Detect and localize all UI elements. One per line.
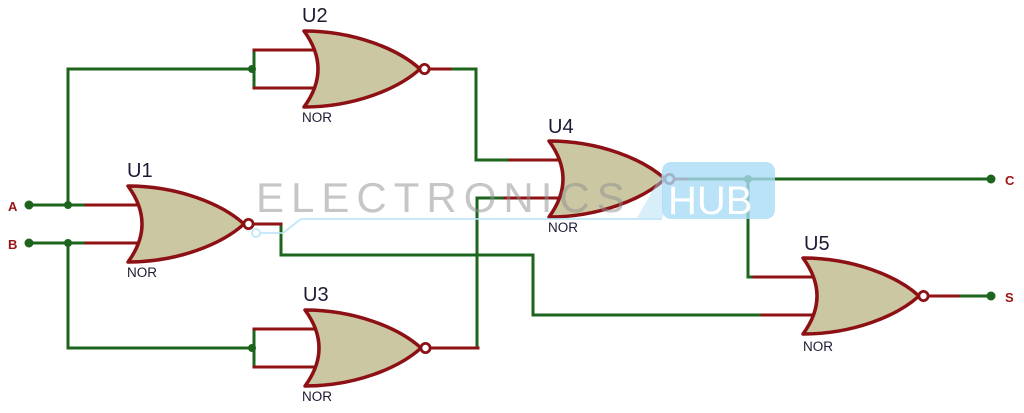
wire-u2-to-u4 <box>448 67 515 162</box>
watermark-swoosh <box>637 172 663 218</box>
terminal-dot-a <box>24 200 34 210</box>
wire-b-to-u3 <box>66 241 254 350</box>
wire-u3-to-u4 <box>475 196 512 350</box>
watermark-pulse-circle <box>251 228 261 238</box>
wire-u1-to-u5 <box>279 222 765 317</box>
nor-gate-body <box>302 29 422 109</box>
gate-label-u5: U5 <box>804 233 830 255</box>
terminal-label-b: B <box>8 237 17 252</box>
terminal-dot-s <box>986 291 996 301</box>
junction-dots <box>24 65 996 352</box>
nor-gate-body <box>303 308 423 388</box>
nor-gate-u3 <box>303 308 432 388</box>
junction-dot <box>64 201 72 209</box>
gate-type-u4: NOR <box>548 220 578 235</box>
watermark-text: ELECTRONICS <box>256 174 632 221</box>
nor-gate-u1 <box>126 184 255 264</box>
watermark-badge <box>662 162 775 219</box>
inverter-bubble <box>419 342 432 354</box>
inverter-bubble <box>418 63 431 75</box>
gate-type-u2: NOR <box>302 110 332 125</box>
inverter-bubble <box>917 290 930 302</box>
terminal-dot-c <box>986 174 996 184</box>
gate-type-u5: NOR <box>803 339 833 354</box>
gate-label-u4: U4 <box>548 116 574 138</box>
nor-gate-body <box>801 256 921 336</box>
nor-gate-body <box>126 184 246 264</box>
watermark: ELECTRONICS HUB <box>251 162 775 238</box>
terminal-dot-b <box>24 238 34 248</box>
watermark-pulse-line <box>260 218 662 234</box>
terminal-label-s: S <box>1005 290 1014 305</box>
gate-type-u3: NOR <box>302 389 332 404</box>
gate-label-u1: U1 <box>127 160 153 182</box>
nor-gate-u5 <box>801 256 930 336</box>
junction-dot <box>64 239 72 247</box>
watermark-badge-text: HUB <box>668 179 752 223</box>
gate-type-u1: NOR <box>127 265 157 280</box>
terminal-labels: A B C S <box>8 173 1015 305</box>
inverter-bubble <box>242 218 255 230</box>
junction-dot <box>248 344 256 352</box>
terminal-label-a: A <box>8 199 18 214</box>
junction-dot <box>248 65 256 73</box>
gate-label-u3: U3 <box>303 284 329 306</box>
gate-labels: U1 NOR U2 NOR U3 NOR U4 NOR U5 NOR <box>127 5 833 404</box>
nor-gate-u2 <box>302 29 431 109</box>
wire-a-to-u2 <box>66 67 254 207</box>
gate-label-u2: U2 <box>302 5 328 27</box>
terminal-label-c: C <box>1005 173 1015 188</box>
